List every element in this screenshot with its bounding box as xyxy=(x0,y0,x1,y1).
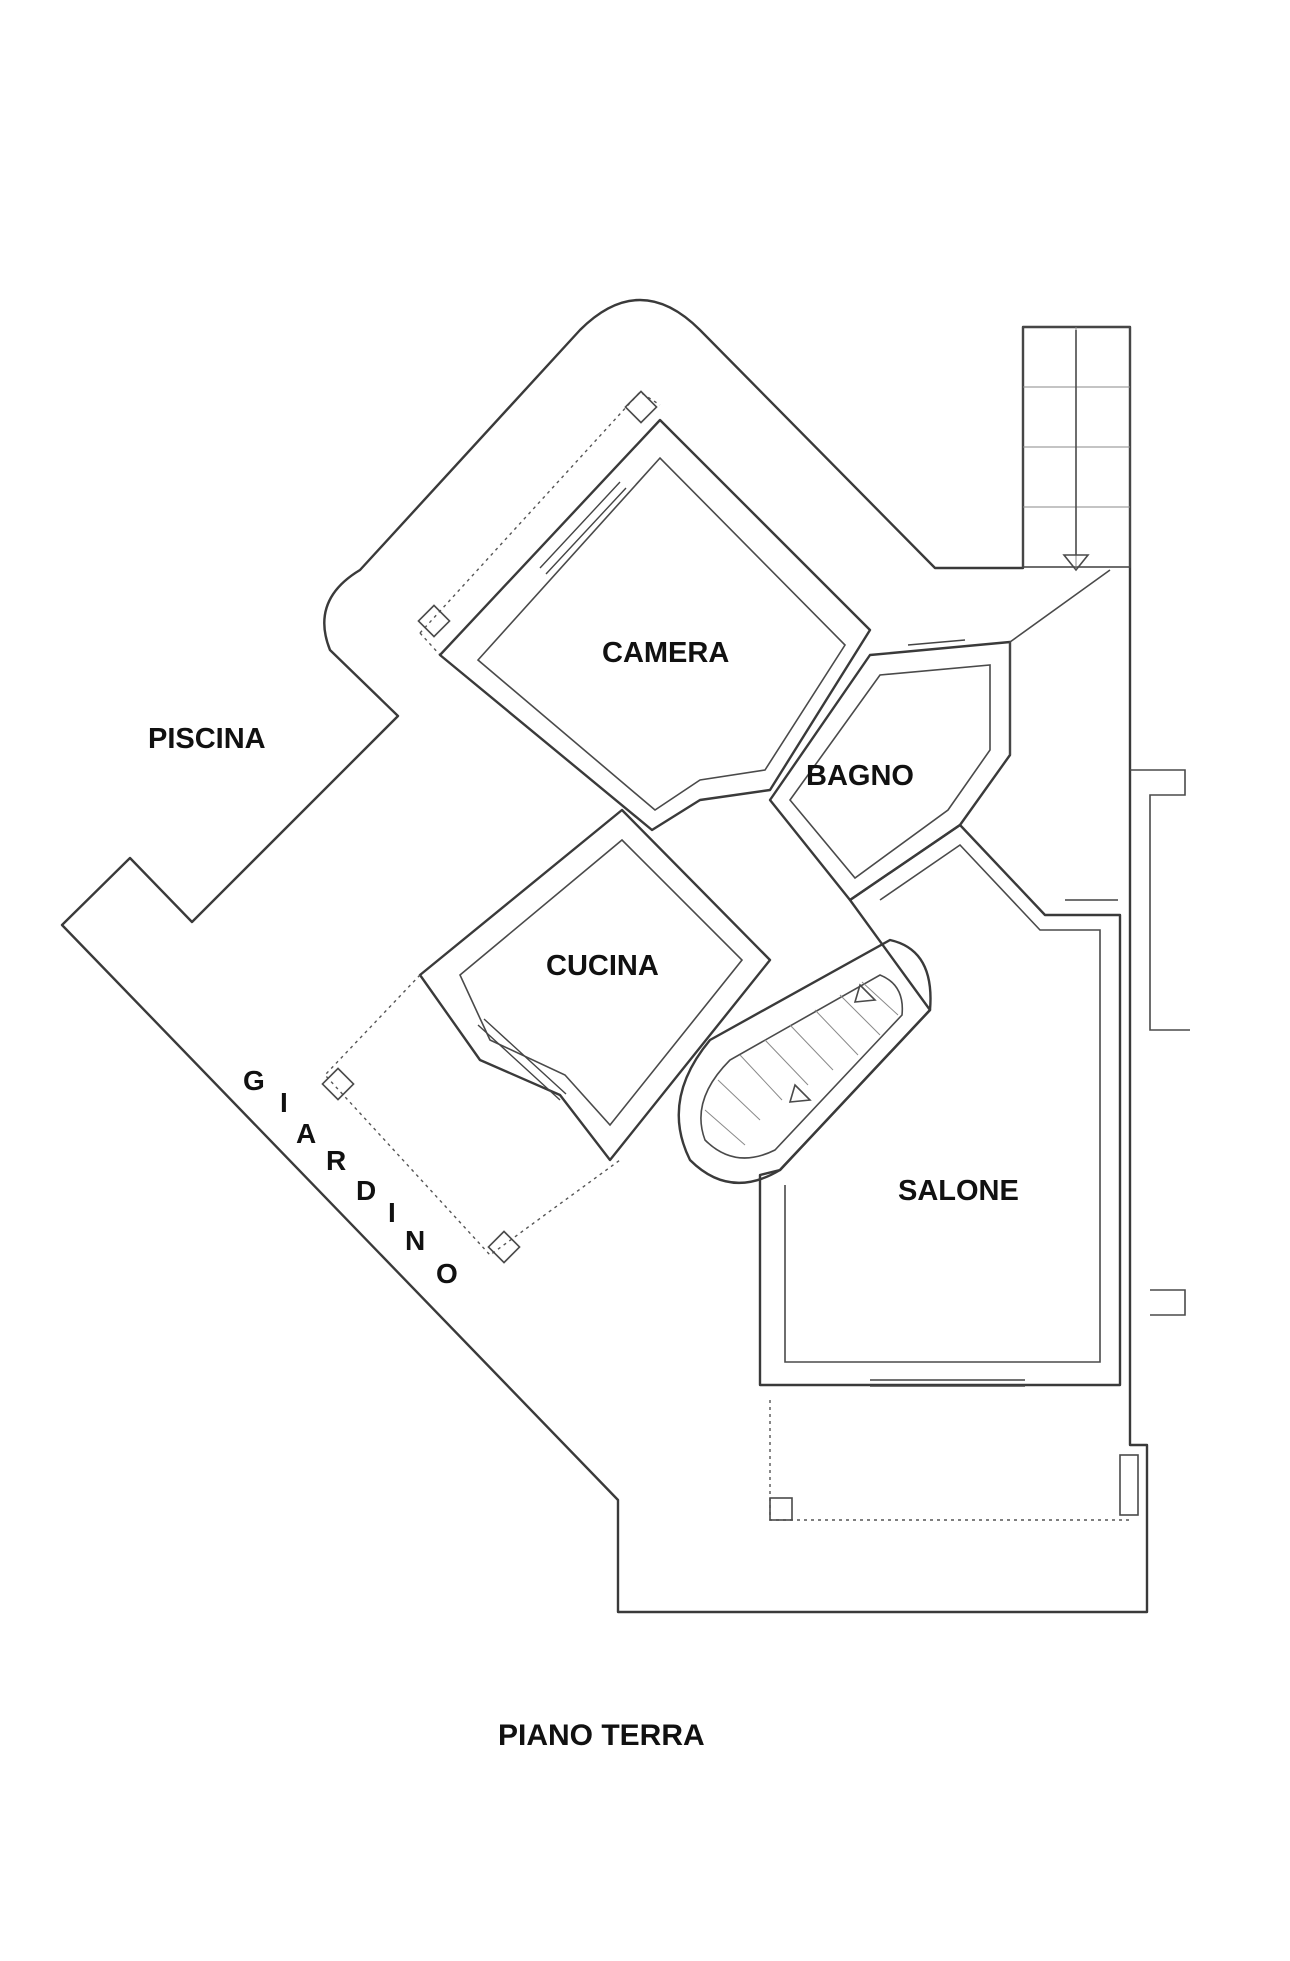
terrace-boundary xyxy=(419,391,661,634)
giardino-letter: I xyxy=(280,1087,288,1118)
right-wall-detail xyxy=(1130,769,1190,1316)
column xyxy=(769,1497,793,1521)
giardino-letter: N xyxy=(405,1225,425,1256)
giardino-letter: D xyxy=(356,1175,376,1206)
column xyxy=(624,390,658,424)
hall-walls xyxy=(959,569,1120,916)
cucina-inner xyxy=(459,838,744,1127)
floor-title: PIANO TERRA xyxy=(498,1719,705,1752)
label-bagno: BAGNO xyxy=(806,760,914,792)
porch-boundary xyxy=(769,1400,1130,1521)
giardino-letter: A xyxy=(296,1118,316,1149)
column xyxy=(1119,1454,1139,1516)
salone-inner xyxy=(784,843,1101,1363)
terrace-boundary-left xyxy=(419,632,441,656)
camera-inner xyxy=(476,456,847,811)
exterior-stairs xyxy=(1022,326,1131,572)
label-piscina: PISCINA xyxy=(148,723,266,755)
salone-walls xyxy=(758,823,1122,1387)
giardino-letter: I xyxy=(388,1197,396,1228)
internal-staircase xyxy=(677,938,932,1185)
column xyxy=(417,604,451,638)
label-camera: CAMERA xyxy=(602,637,729,669)
garden-boundary xyxy=(324,974,621,1256)
giardino-letter: O xyxy=(436,1258,458,1289)
bagno-inner xyxy=(788,664,991,880)
column xyxy=(321,1067,355,1101)
camera-walls xyxy=(438,418,872,832)
label-cucina: CUCINA xyxy=(546,950,659,982)
label-salone: SALONE xyxy=(898,1175,1019,1207)
column xyxy=(487,1230,521,1264)
cucina-walls xyxy=(418,808,772,1162)
giardino-letter: G xyxy=(243,1065,265,1096)
giardino-letter: R xyxy=(326,1145,346,1176)
